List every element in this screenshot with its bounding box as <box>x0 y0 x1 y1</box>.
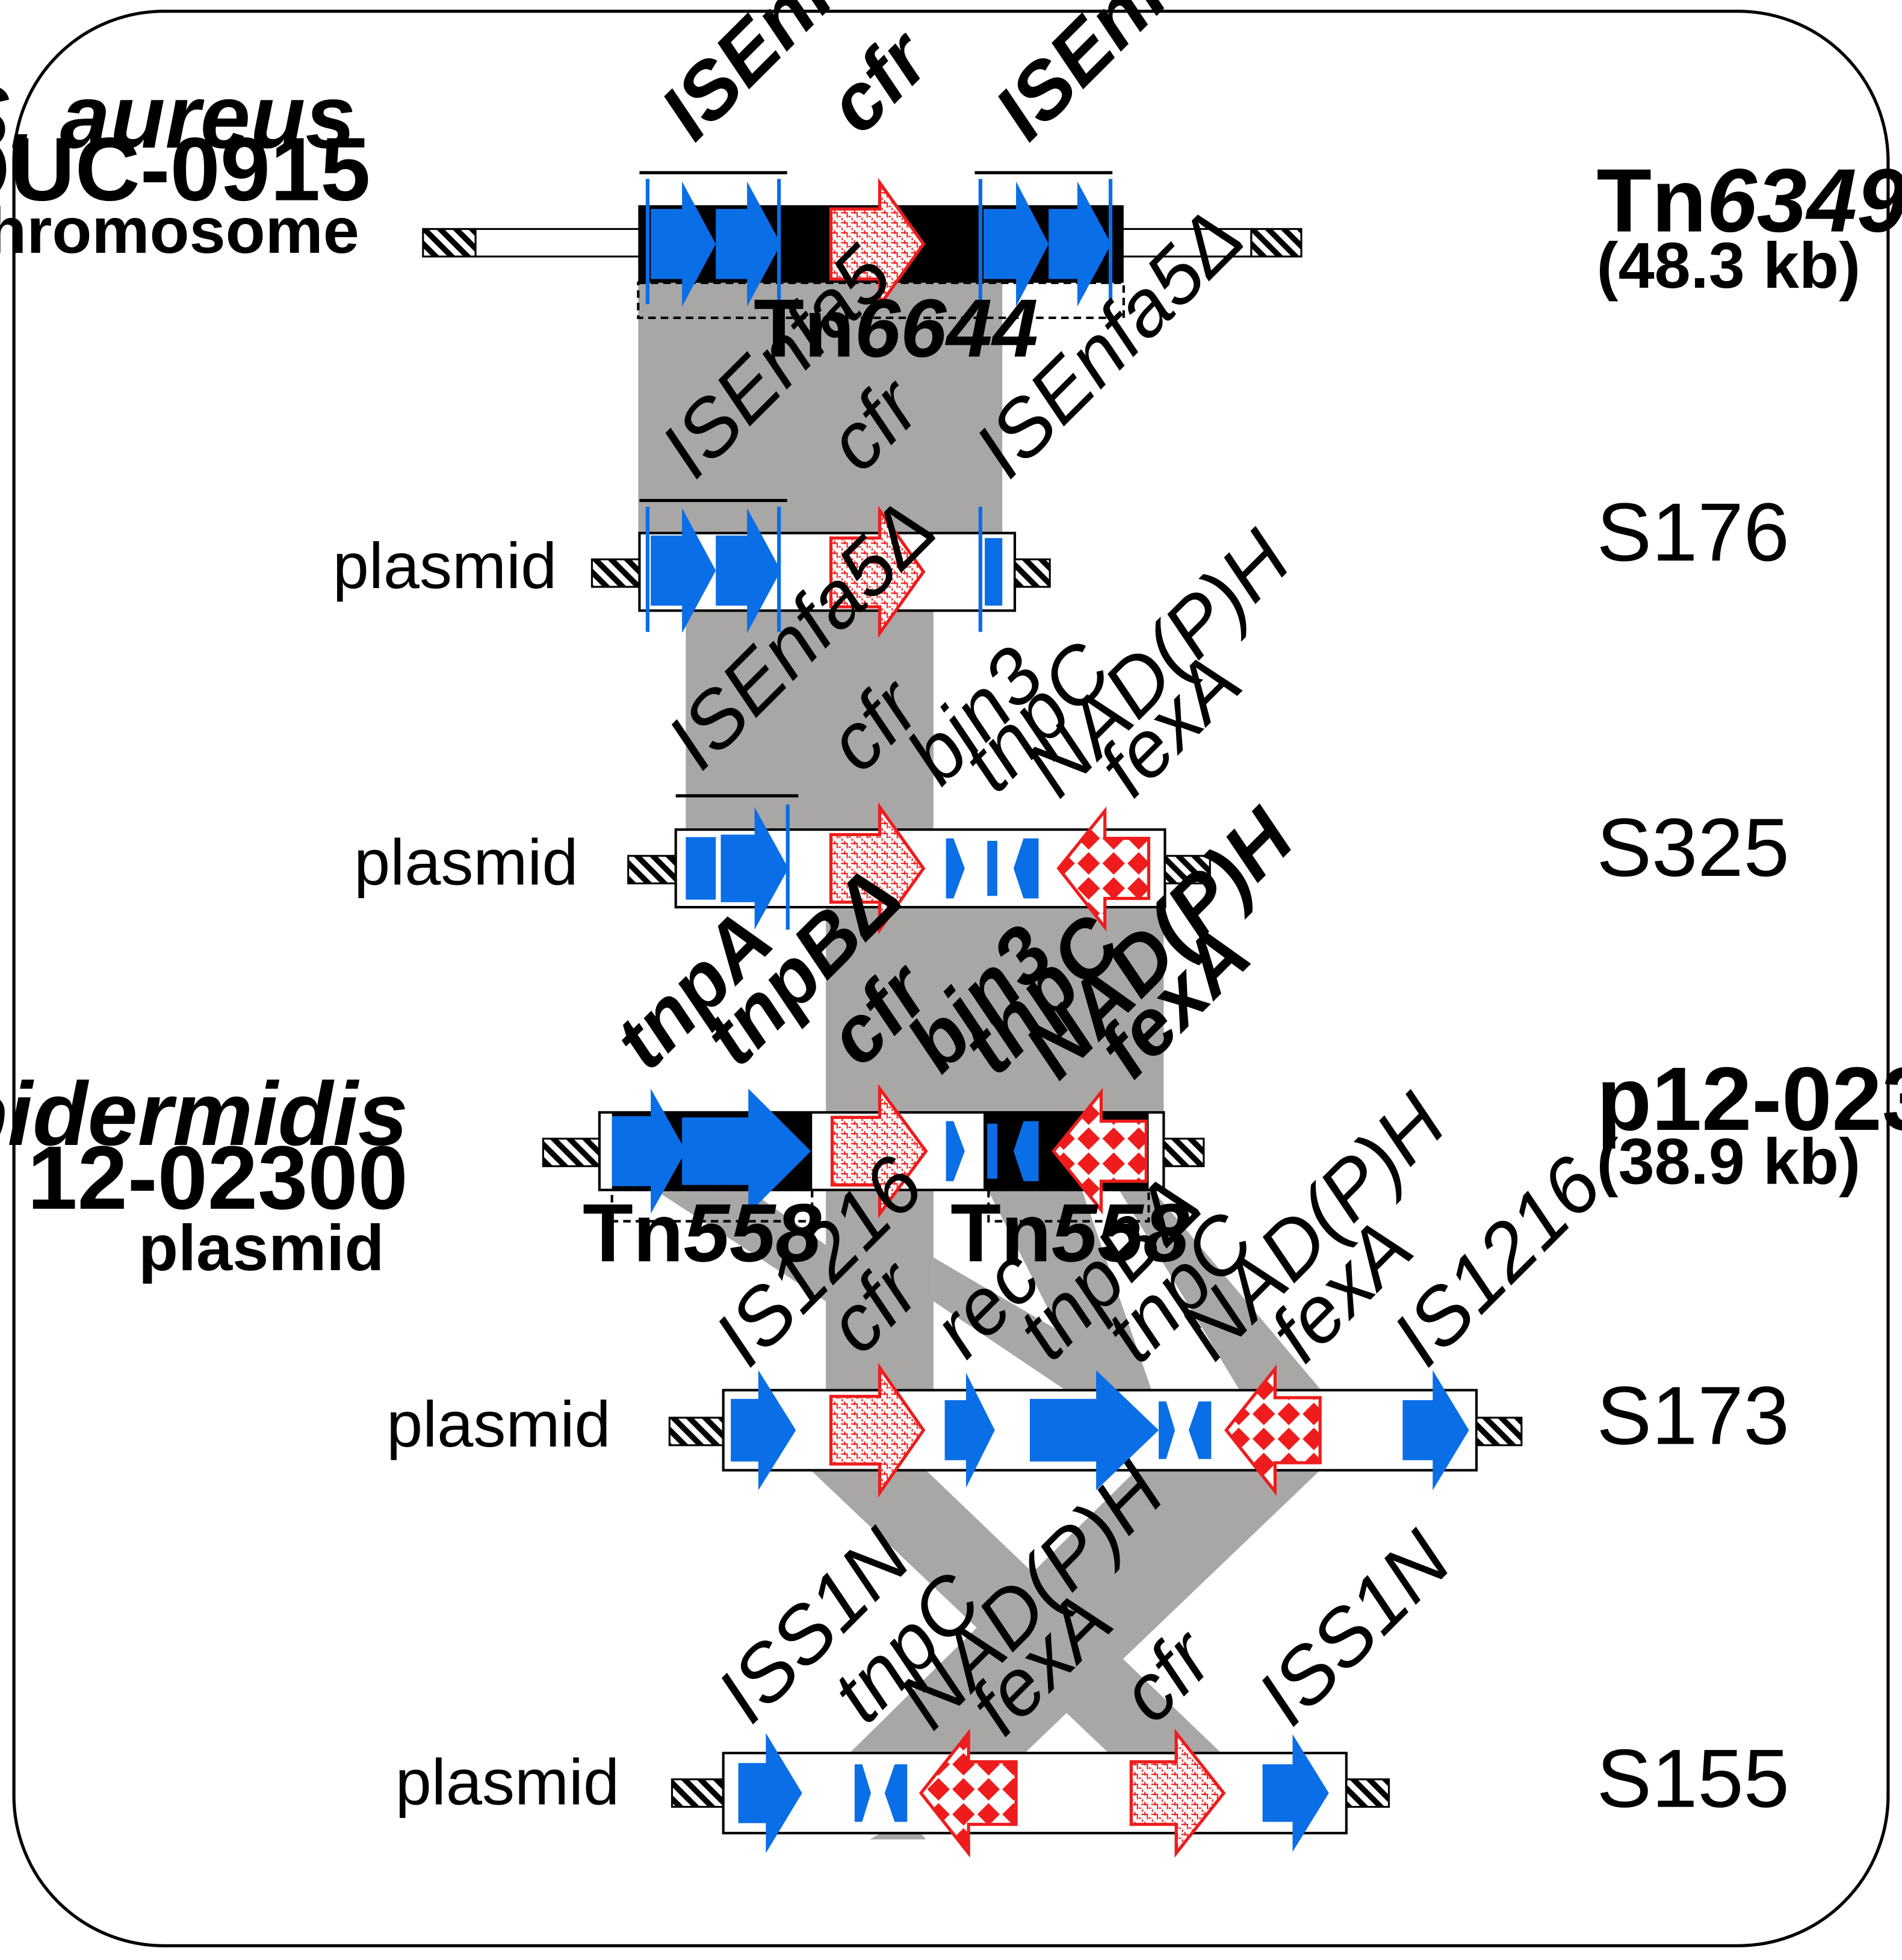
location-label: plasmid <box>333 529 557 602</box>
flank-hatch-right <box>1162 1138 1205 1167</box>
is1216-arrow <box>1402 1370 1469 1490</box>
tn558-bracket-left <box>610 1188 814 1223</box>
tn558-label-left: Tn558 <box>583 1187 822 1279</box>
tnpc-arrow <box>1159 1401 1176 1459</box>
tnpc-arrow <box>854 1764 871 1822</box>
iss1n-arrow <box>1262 1734 1329 1852</box>
cfr-arrow <box>1129 1728 1226 1858</box>
ir-marker <box>978 506 982 632</box>
fexa-arrow <box>1224 1364 1322 1496</box>
bin3-arrow <box>946 1121 965 1182</box>
tnpc-fragment <box>987 1123 997 1179</box>
tnpc-fragment <box>987 840 997 896</box>
ir-marker <box>645 506 650 632</box>
ir-marker <box>978 179 982 305</box>
tn6349-size: (48.3 kb) <box>1597 229 1861 302</box>
isolate-name: S176 <box>1597 486 1789 578</box>
location-label: plasmid <box>395 1745 619 1818</box>
p12-02300-size: (38.9 kb) <box>1597 1124 1861 1197</box>
fexa-arrow <box>1056 806 1151 932</box>
flank-hatch-left <box>668 1416 725 1447</box>
aureus-strain: AOUC-0915 <box>0 119 371 220</box>
isenfa5-arrow <box>651 507 716 633</box>
epidermidis-species: S. epidermidis <box>0 1064 408 1164</box>
aureus-location: chromosome <box>0 194 359 267</box>
tnpb-arrow <box>682 1088 811 1214</box>
isenfa5-arrow <box>716 507 781 633</box>
cfr-arrow <box>830 1084 928 1219</box>
cfr-arrow <box>829 802 926 935</box>
location-label: plasmid <box>354 826 578 899</box>
flank-hatch-right <box>1163 855 1211 885</box>
homology-bands <box>638 282 1321 1840</box>
p12-02300-label: p12-02300 <box>1597 1049 1902 1149</box>
homology-band-4-5e <box>1120 1191 1321 1389</box>
epidermidis-location: plasmid <box>138 1211 384 1284</box>
ir-marker <box>1108 179 1113 305</box>
location-label: plasmid <box>386 1388 610 1460</box>
homology-band-4-5d <box>988 1191 1151 1389</box>
cfr-arrow <box>829 1362 926 1498</box>
fexa-arrow <box>1052 1088 1148 1215</box>
homology-band-2-3 <box>686 610 934 830</box>
strain-labels: S. aureus AOUC-0915 chromosome S. epider… <box>0 66 408 1284</box>
flank-hatch-right <box>1250 228 1303 258</box>
tn6349-label: Tn6349 <box>1597 150 1902 251</box>
isolate-name: S325 <box>1597 802 1789 894</box>
tnpc-arrow <box>884 1764 908 1822</box>
flank-hatch-left <box>671 1778 725 1808</box>
isolate-name: S155 <box>1597 1733 1789 1825</box>
isenfa5-fragment <box>985 538 1003 606</box>
cfr-arrow <box>829 505 926 638</box>
flank-hatch-right <box>1014 558 1051 588</box>
flank-hatch-left <box>422 228 477 258</box>
iss1n-arrow <box>738 1732 802 1853</box>
isenfa5-arrow <box>716 181 781 307</box>
epidermidis-strain: 12-02300 <box>27 1127 407 1228</box>
flank-hatch-left <box>590 558 640 588</box>
fexa-arrow <box>918 1728 1018 1858</box>
ir-marker <box>777 179 781 305</box>
flank-hatch-right <box>1475 1416 1523 1447</box>
rec-arrow <box>944 1372 995 1488</box>
is1216-arrow <box>731 1370 796 1490</box>
ir-marker <box>777 506 781 632</box>
homology-band-4-5a <box>826 1191 934 1389</box>
ir-marker <box>645 179 650 305</box>
homology-band-3-4 <box>826 908 1164 1111</box>
homology-band-1-2 <box>638 282 1003 533</box>
tn558-bracket-right <box>987 1188 1150 1223</box>
tn6644-label: Tn6644 <box>754 282 1038 374</box>
isenfa5-fragment <box>686 837 716 900</box>
flank-hatch-left <box>542 1138 601 1167</box>
ir-marker <box>785 804 790 930</box>
tn558-label-right: Tn558 <box>950 1187 1189 1279</box>
isenfa5-arrow <box>1049 181 1112 307</box>
tnpc-arrow <box>1013 1121 1039 1182</box>
cfr-arrow <box>829 178 926 311</box>
tnpc-arrow <box>1188 1401 1212 1459</box>
element-labels: Tn6349 (48.3 kb) p12-02300 (38.9 kb) <box>1597 150 1902 1198</box>
region-box <box>722 1752 1348 1835</box>
isenfa5-arrow <box>984 181 1049 307</box>
tnpb-arrow <box>1029 1370 1159 1490</box>
bin3-arrow <box>946 838 965 899</box>
aureus-species: S. aureus <box>0 66 356 167</box>
flank-hatch-left <box>627 855 677 885</box>
isenfa5-arrow <box>651 181 716 307</box>
tnpa-arrow <box>612 1088 686 1214</box>
flank-hatch-right <box>1345 1778 1390 1808</box>
tnpc-arrow <box>1013 838 1039 899</box>
isolate-name: S173 <box>1597 1370 1789 1462</box>
